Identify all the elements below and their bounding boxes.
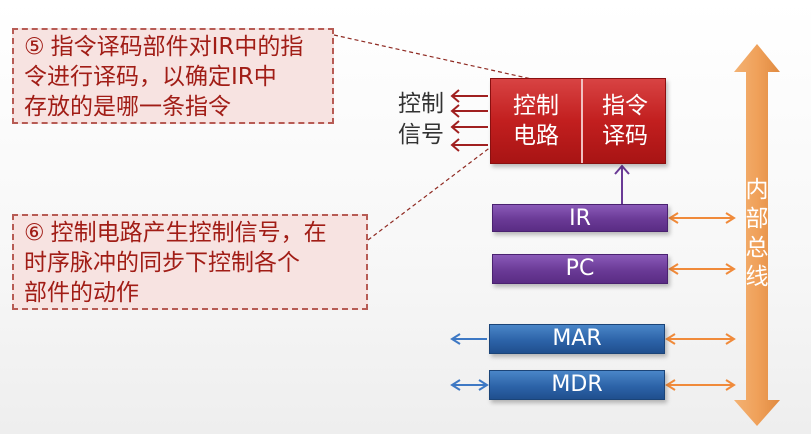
control-unit-divider: [581, 79, 583, 163]
ir-to-decoder-arrow: [614, 164, 630, 204]
instruction-decoder: 指令 译码: [583, 91, 667, 151]
bus-label-char-3: 总: [745, 235, 769, 261]
register-mdr: MDR: [489, 370, 665, 400]
mar-output-arrow: [450, 333, 487, 345]
callout-5-line-3: 存放的是哪一条指令: [24, 94, 231, 120]
control-signal-label-line-1: 控制: [398, 91, 444, 117]
step-6-number: ⑥: [24, 220, 45, 246]
mdr-bus-arrow: [665, 379, 736, 391]
callout-6-line-2: 时序脉冲的同步下控制各个: [24, 250, 300, 276]
mar-bus-arrow: [665, 333, 736, 345]
register-mar: MAR: [489, 324, 665, 354]
control-signal-label-line-2: 信号: [398, 122, 444, 148]
step-5-number: ⑤: [24, 34, 45, 60]
callout-6-text-1: 控制电路产生控制信号，在: [50, 220, 327, 246]
mdr-external-arrow: [450, 379, 489, 391]
bus-label-char-2: 部: [745, 206, 769, 232]
control-circuit-line-1: 控制: [513, 93, 559, 119]
callout-5-text-1: 指令译码部件对IR中的指: [50, 34, 304, 60]
callout-6-line-3: 部件的动作: [24, 280, 139, 306]
ir-bus-arrow: [668, 212, 736, 224]
control-circuit: 控制 电路: [491, 91, 581, 151]
internal-bus-arrow: [734, 44, 780, 426]
instruction-decoder-line-1: 指令: [602, 93, 648, 119]
register-pc: PC: [492, 254, 668, 284]
register-ir: IR: [492, 204, 668, 232]
bus-label-char-1: 内: [745, 177, 769, 203]
control-circuit-line-2: 电路: [513, 123, 559, 149]
bus-label-char-4: 线: [745, 264, 769, 290]
callout-6-leader: [367, 139, 501, 241]
pc-bus-arrow: [668, 263, 736, 275]
instruction-decoder-line-2: 译码: [602, 123, 648, 149]
internal-bus-label: 内 部 总 线: [742, 176, 772, 292]
control-signal-arrows: [450, 89, 488, 152]
control-unit: 控制 电路 指令 译码: [490, 78, 666, 164]
callout-5-line-2: 令进行译码，以确定IR中: [24, 64, 277, 90]
